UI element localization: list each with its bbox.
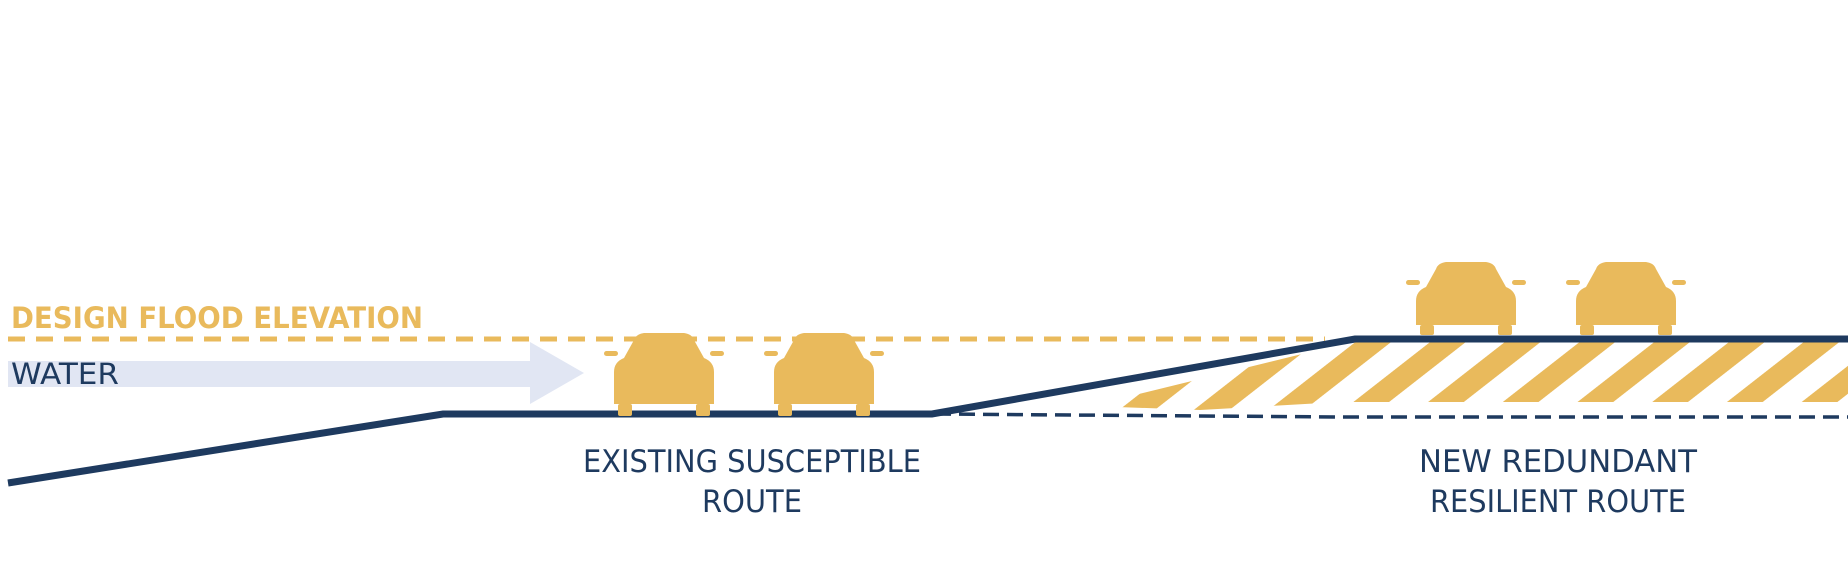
water-flow-arrow (8, 342, 584, 404)
water-arrow-head (530, 342, 584, 404)
existing-road-profile (7, 335, 1848, 487)
existing-route-label-line2: ROUTE (702, 484, 802, 520)
water-label: WATER (11, 357, 119, 391)
water-arrow-shaft (8, 361, 532, 387)
car-front-icon (604, 333, 724, 416)
new-route-label-line1: NEW REDUNDANT (1419, 444, 1698, 480)
embankment-hatch (1090, 341, 1848, 410)
car-front-icon (1406, 262, 1526, 335)
car-front-icon (1566, 262, 1686, 335)
new-route-label-line2: RESILIENT ROUTE (1430, 484, 1686, 520)
car-front-icon (764, 333, 884, 416)
original-ground-dashed-line (934, 412, 1848, 419)
flood-elevation-label: DESIGN FLOOD ELEVATION (11, 301, 423, 335)
existing-route-label-line1: EXISTING SUSCEPTIBLE (583, 444, 921, 480)
